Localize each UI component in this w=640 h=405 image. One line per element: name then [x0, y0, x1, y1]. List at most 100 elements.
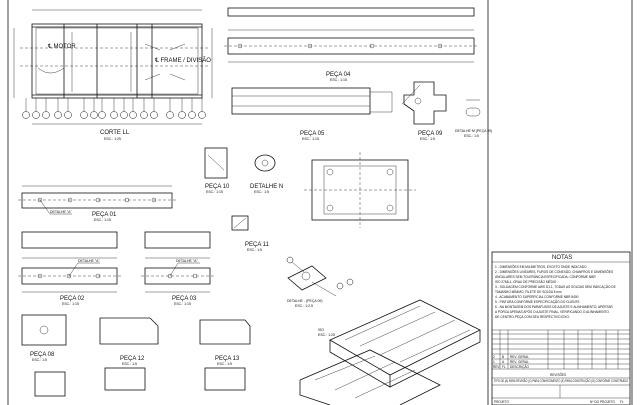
- view-peca-02: DETALHE "A" PEÇA 02 ESC.: 1:15: [18, 231, 121, 306]
- notes-list: 1 - DIMENSÕES EM MILÍMETROS, EXCETO ONDE…: [495, 264, 616, 319]
- view-scale: ESC.: 1:2.5: [295, 304, 313, 308]
- view-detalhe-m: DETALHE M (PEÇA 09) ESC.: 1:5: [455, 99, 492, 138]
- view-title: PEÇA 10: [205, 184, 230, 190]
- detail-callout: DETALHE "A": [176, 259, 198, 263]
- view-scale: ESC.: 1:15: [94, 218, 111, 222]
- item-balloon: [32, 111, 40, 119]
- view-scale: ESC.: 1:5: [217, 362, 232, 366]
- view-peca-04: PEÇA 04 ESC.: 1:15: [224, 7, 478, 82]
- note-line: 1 - DIMENSÕES EM MILÍMETROS, EXCETO ONDE…: [495, 264, 587, 269]
- view-peca-13: PEÇA 13 ESC.: 1:5: [199, 319, 251, 391]
- view-title: PEÇA 13: [215, 356, 240, 362]
- note-line: TAMANHO MÍNIMO, FILETE DE SOLDA 5 mm: [495, 290, 562, 294]
- item-balloon: [110, 111, 118, 119]
- view-title: DETALHE M (PEÇA 09): [455, 129, 492, 133]
- view-scale: ESC.: 1:5: [254, 190, 269, 194]
- view-scale: ESC.: 1:5: [464, 134, 479, 138]
- view-peca-03: DETALHE "A" PEÇA 03 ESC.: 1:15: [141, 231, 214, 306]
- item-balloon: [90, 111, 98, 119]
- view-peca-01: DETALHE "A" PEÇA 01 ESC.: 1:15: [18, 185, 176, 222]
- legend-text: TIPO DE (A) PARA REVISÃO (C) PARA CONHEC…: [494, 378, 628, 383]
- rev-number: REV.: [493, 365, 500, 369]
- rev-sheet: FL: [502, 365, 506, 369]
- view-title: DETALHE - (PEÇA 09): [287, 299, 323, 303]
- view-title: PEÇA 11: [245, 242, 270, 248]
- title-block: NOTAS 1 - DIMENSÕES EM MILÍMETROS, EXCET…: [491, 251, 631, 405]
- view-scale: ESC.: 1:15: [174, 302, 191, 306]
- view-scale: ESC.: 1:5: [420, 137, 435, 141]
- centerline-label: ℄ MOTOR: [47, 44, 76, 50]
- view-title: PEÇA 09: [418, 131, 443, 137]
- project-number-label: Nº DO PROJETO: [590, 400, 616, 404]
- sheet-label: FL: [620, 400, 624, 404]
- item-balloon: [150, 111, 158, 119]
- view-peca-12: PEÇA 12 ESC.: 1:5: [99, 317, 159, 391]
- view-scale: ESC.: 1:25: [318, 333, 335, 337]
- note-line: ANGULARES SEM TOLERÂNCIA ESPECIFICADA: C…: [495, 275, 596, 279]
- view-scale: ESC.: 1:15: [62, 302, 79, 306]
- view-plate-assembly: [304, 152, 416, 228]
- view-detalhe-n: DETALHE N ESC.: 1:5: [250, 154, 283, 194]
- view-scale: ESC.: 1:5: [122, 362, 137, 366]
- view-scale: ESC.: 1:5: [32, 358, 47, 362]
- view-peca-11: PEÇA 11 ESC.: 1:5: [231, 215, 270, 252]
- view-detalhe-b: DETALHE - (PEÇA 09) ESC.: 1:2.5: [286, 256, 354, 308]
- rev-number: 2: [493, 355, 495, 359]
- view-title: PEÇA 12: [120, 356, 145, 362]
- view-title: ISO: [318, 328, 324, 332]
- view-title: PEÇA 05: [300, 131, 325, 137]
- view-scale: ESC.: 1:5: [247, 248, 262, 252]
- item-balloon: [120, 111, 128, 119]
- view-title: CORTE LL: [100, 130, 130, 136]
- item-balloon: [80, 111, 88, 119]
- item-balloon: [54, 111, 62, 119]
- view-title: PEÇA 02: [60, 296, 85, 302]
- item-balloon: [98, 111, 106, 119]
- view-title: PEÇA 08: [30, 352, 55, 358]
- view-title: PEÇA 03: [172, 296, 197, 302]
- note-line: ISO 2768-1, GRAU DE PRECISÃO MÉDIO: [495, 279, 557, 284]
- item-balloon: [64, 111, 72, 119]
- view-scale: ESC.: 1:15: [302, 137, 319, 141]
- rev-description: REV. GERAL: [510, 355, 529, 359]
- rev-sheet: A: [502, 360, 505, 364]
- item-balloon: [22, 111, 30, 119]
- note-line: 2 - DIMENSÕES LINEARES, FUROS DE CONEXÃO…: [495, 269, 613, 274]
- view-scale: ESC.: 1:15: [330, 78, 347, 82]
- detail-callout: DETALHE "A": [78, 259, 100, 263]
- rev-sheet: B: [502, 355, 504, 359]
- item-balloon: [188, 111, 196, 119]
- view-title: PEÇA 04: [326, 72, 351, 78]
- note-line: 4 - ACABAMENTO SUPERFICIAL CONFORME NBR …: [495, 295, 579, 299]
- rev-description: DESCRIÇÃO: [510, 364, 529, 369]
- rev-number: 1: [493, 360, 495, 364]
- view-peca-05: PEÇA 05 ESC.: 1:15: [231, 87, 393, 141]
- view-isometric: ISO ESC.: 1:25: [299, 299, 481, 405]
- item-balloon: [178, 111, 186, 119]
- note-line: 5 - PINTURA CONFORME ESPECIFICAÇÃO DO CL…: [495, 299, 580, 304]
- item-balloon: [198, 111, 206, 119]
- rev-description: REV. GERAL: [510, 360, 529, 364]
- notes-title: NOTAS: [552, 255, 572, 261]
- note-line: DE CENTRO-PEÇA COM SEU RESPECTIVO EIXO.: [495, 315, 570, 319]
- view-peca-08: PEÇA 08 ESC.: 1:5: [21, 314, 67, 397]
- view-peca-09: PEÇA 09 ESC.: 1:5: [401, 81, 447, 141]
- note-line: 6 - NA MONTAGEM DOS PARAFUSOS DE AJUSTE …: [495, 305, 613, 309]
- item-balloon: [166, 111, 174, 119]
- revisions-table: 2 B REV. GERAL 1 A REV. GERAL REV.FL DESCRIÇÃO: [492, 330, 630, 370]
- note-line: A PORCA APENAS APÓS O AJUSTE FINAL, VERI…: [495, 309, 610, 314]
- view-scale: ESC.: 1:15: [206, 190, 223, 194]
- view-scale: ESC.: 1:25: [104, 137, 121, 141]
- view-corte-ll: ℄ MOTOR ℄ FRAME / DIVISÃO CORTE LL ESC.:…: [13, 9, 213, 141]
- view-title: DETALHE N: [250, 184, 283, 190]
- view-title: PEÇA 01: [92, 212, 117, 218]
- project-label: PROJETO: [494, 400, 510, 404]
- note-line: 3 - SOLDAGEM CONFORME AWS D1.1, TODAS AS…: [495, 284, 616, 289]
- item-balloon: [140, 111, 148, 119]
- item-balloon: [42, 111, 50, 119]
- centerline-label: ℄ FRAME / DIVISÃO: [154, 57, 211, 64]
- view-peca-10: PEÇA 10 ESC.: 1:15: [204, 147, 230, 194]
- revisions-title: REVISÕES: [550, 372, 566, 377]
